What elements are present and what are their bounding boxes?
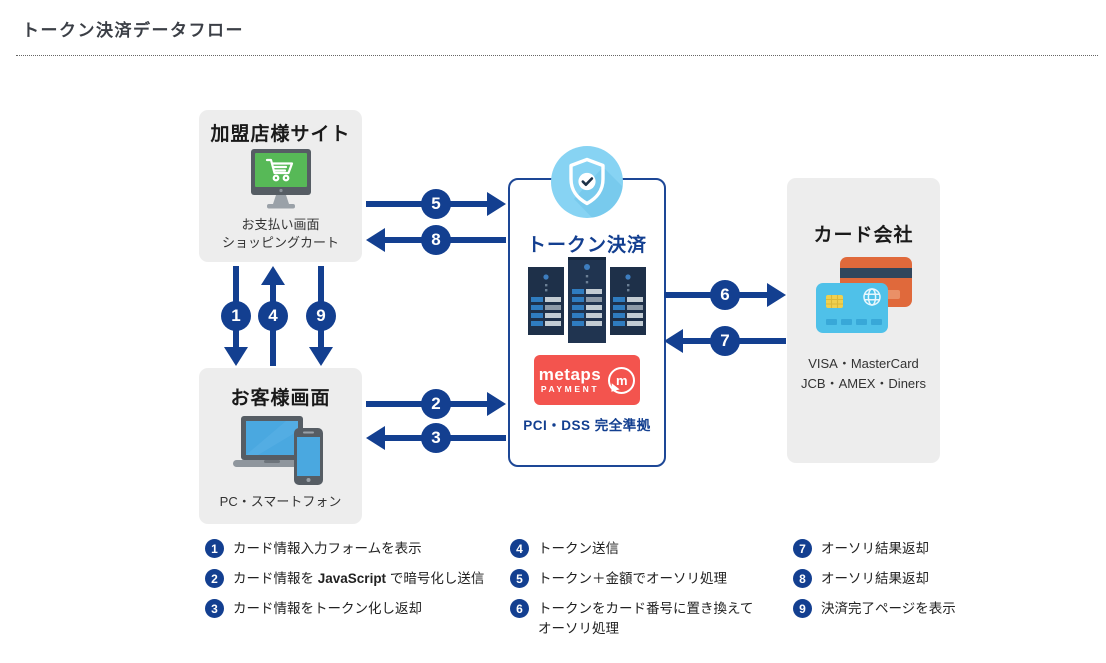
legend-badge-8: 8 xyxy=(793,569,812,588)
metaps-m-mark-icon: m xyxy=(608,366,636,394)
legend-item-5: 5 トークン＋金額でオーソリ処理 xyxy=(510,568,778,589)
arrow-8-badge: 8 xyxy=(421,225,451,255)
legend-item-7: 7 オーソリ結果返却 xyxy=(793,538,1048,559)
arrow-5-badge: 5 xyxy=(421,189,451,219)
legend-badge-7: 7 xyxy=(793,539,812,558)
arrow-head-right-icon xyxy=(767,283,786,307)
legend-text-5: トークン＋金額でオーソリ処理 xyxy=(538,571,727,586)
legend-text-7: オーソリ結果返却 xyxy=(821,541,929,556)
arrow-head-left-icon xyxy=(664,329,683,353)
merchant-site-title: 加盟店様サイト xyxy=(210,124,351,145)
legend-badge-3: 3 xyxy=(205,599,224,618)
legend-item-3: 3 カード情報をトークン化し返却 xyxy=(205,598,505,619)
arrow-2-badge: 2 xyxy=(421,389,451,419)
metaps-payment-logo: metaps PAYMENT m xyxy=(534,355,640,405)
arrow-6: 6 xyxy=(664,280,786,310)
card-company-box: カード会社 xyxy=(787,178,940,463)
legend-item-9: 9 決済完了ページを表示 xyxy=(793,598,1048,619)
metaps-logo-text: metaps PAYMENT xyxy=(539,366,602,394)
legend-text-6: トークンをカード番号に置き換えて オーソリ処理 xyxy=(538,601,754,636)
arrow-1: 1 xyxy=(221,266,251,366)
arrow-8: 8 xyxy=(366,225,506,255)
legend-text-4: トークン送信 xyxy=(538,541,619,556)
arrow-head-right-icon xyxy=(487,192,506,216)
shield-check-icon xyxy=(551,146,623,218)
laptop-smartphone-icon xyxy=(231,416,331,490)
arrow-head-down-icon xyxy=(224,347,248,366)
arrow-3-badge: 3 xyxy=(421,423,451,453)
customer-screen-box: お客様画面 PC・スマートフォン xyxy=(199,368,362,524)
customer-caption: PC・スマートフォン xyxy=(219,494,342,509)
legend-item-2: 2 カード情報を JavaScript で暗号化し送信 xyxy=(205,568,505,589)
arrow-head-down-icon xyxy=(309,347,333,366)
arrow-7-badge: 7 xyxy=(710,326,740,356)
legend-badge-9: 9 xyxy=(793,599,812,618)
card-brands-line-1: VISA・MasterCard xyxy=(808,356,919,371)
metaps-sub: PAYMENT xyxy=(540,384,600,395)
legend-column-3: 7 オーソリ結果返却 8 オーソリ結果返却 9 決済完了ページを表示 xyxy=(793,538,1048,619)
arrow-1-badge: 1 xyxy=(221,301,251,331)
legend-column-1: 1 カード情報入力フォームを表示 2 カード情報を JavaScript で暗号… xyxy=(205,538,505,619)
arrow-3: 3 xyxy=(366,423,506,453)
arrow-head-left-icon xyxy=(366,426,385,450)
legend-text-9: 決済完了ページを表示 xyxy=(821,601,956,616)
legend-badge-1: 1 xyxy=(205,539,224,558)
legend-text-3: カード情報をトークン化し返却 xyxy=(233,601,422,616)
monitor-cart-icon xyxy=(240,149,322,215)
arrow-head-up-icon xyxy=(261,266,285,285)
legend-item-1: 1 カード情報入力フォームを表示 xyxy=(205,538,505,559)
page-title: トークン決済データフロー xyxy=(22,21,244,40)
arrow-5: 5 xyxy=(366,189,506,219)
legend-badge-2: 2 xyxy=(205,569,224,588)
metaps-word: metaps xyxy=(538,365,602,385)
legend-item-6: 6 トークンをカード番号に置き換えて オーソリ処理 xyxy=(510,598,778,639)
token-payment-title: トークン決済 xyxy=(526,235,647,256)
arrow-4-badge: 4 xyxy=(258,301,288,331)
arrow-4: 4 xyxy=(258,266,288,366)
customer-screen-title: お客様画面 xyxy=(230,388,331,409)
page-header: トークン決済データフロー xyxy=(16,0,1098,56)
legend-text-2: カード情報を JavaScript で暗号化し送信 xyxy=(233,571,485,586)
legend-column-2: 4 トークン送信 5 トークン＋金額でオーソリ処理 6 トークンをカード番号に置… xyxy=(510,538,778,639)
arrow-7: 7 xyxy=(664,326,786,356)
legend-badge-6: 6 xyxy=(510,599,529,618)
server-rack-icon xyxy=(528,257,646,347)
legend-badge-4: 4 xyxy=(510,539,529,558)
merchant-caption-1: お支払い画面 xyxy=(241,217,320,232)
arrow-6-badge: 6 xyxy=(710,280,740,310)
legend-text-8: オーソリ結果返却 xyxy=(821,571,929,586)
credit-cards-icon xyxy=(814,257,914,343)
legend-item-8: 8 オーソリ結果返却 xyxy=(793,568,1048,589)
arrow-9: 9 xyxy=(306,266,336,366)
legend-text-1: カード情報入力フォームを表示 xyxy=(233,541,422,556)
token-payment-box: トークン決済 xyxy=(508,146,666,467)
card-company-title: カード会社 xyxy=(813,225,914,246)
arrow-head-right-icon xyxy=(487,392,506,416)
merchant-caption-2: ショッピングカート xyxy=(221,235,339,250)
merchant-site-box: 加盟店様サイト お支払い画面 ショッピングカート xyxy=(199,110,362,262)
arrow-2: 2 xyxy=(366,389,506,419)
card-brands-line-2: JCB・AMEX・Diners xyxy=(801,376,926,391)
legend-badge-5: 5 xyxy=(510,569,529,588)
legend-item-4: 4 トークン送信 xyxy=(510,538,778,559)
arrow-9-badge: 9 xyxy=(306,301,336,331)
pci-dss-label: PCI・DSS 完全準拠 xyxy=(523,418,651,433)
arrow-head-left-icon xyxy=(366,228,385,252)
